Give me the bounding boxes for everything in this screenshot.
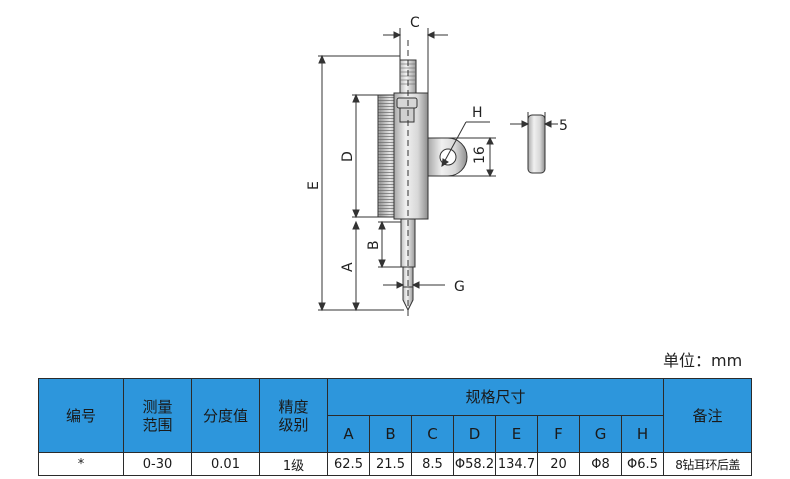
cell-dim-d: Φ58.2 — [453, 452, 496, 476]
header-range: 测量 范围 — [123, 378, 192, 453]
back-plate-side-view — [527, 114, 546, 174]
cell-dim-f: 20 — [537, 452, 580, 476]
label-h: H — [472, 105, 483, 121]
cell-dim-a: 62.5 — [327, 452, 370, 476]
header-dim-f: F — [537, 415, 580, 453]
dimension-lines — [318, 28, 558, 320]
spec-table: 编号 测量 范围 分度值 精度 级别 规格尺寸 备注 A B C D E F G… — [38, 378, 753, 476]
cell-dim-b: 21.5 — [369, 452, 412, 476]
table-row: * 0-30 0.01 1级 62.5 21.5 8.5 Φ58.2 134.7… — [38, 452, 753, 476]
dial-indicator-drawing: C H 5 16 D E B A G — [306, 15, 568, 320]
label-c: C — [410, 15, 420, 31]
header-dim-d: D — [453, 415, 496, 453]
cell-remark: 8钻耳环后盖 — [663, 452, 753, 476]
header-dim-b: B — [369, 415, 412, 453]
label-d: D — [340, 151, 356, 162]
header-dim-c: C — [411, 415, 454, 453]
header-graduation: 分度值 — [191, 378, 260, 453]
cell-range: 0-30 — [123, 452, 192, 476]
cell-dim-e: 134.7 — [495, 452, 538, 476]
cell-code: * — [38, 452, 124, 476]
cell-accuracy: 1级 — [259, 452, 328, 476]
indicator-body-outline — [377, 59, 468, 312]
label-e: E — [306, 181, 322, 190]
header-accuracy: 精度 级别 — [259, 378, 328, 453]
label-5: 5 — [559, 118, 568, 134]
cell-dim-c: 8.5 — [411, 452, 454, 476]
cell-dim-g: Φ8 — [579, 452, 622, 476]
cell-dim-h: Φ6.5 — [620, 452, 665, 476]
header-spec: 规格尺寸 — [326, 378, 665, 416]
label-b: B — [366, 240, 382, 250]
cell-graduation: 0.01 — [191, 452, 260, 476]
unit-label: 单位：mm — [663, 351, 743, 370]
header-dim-a: A — [327, 415, 370, 453]
header-dim-h: H — [620, 415, 665, 453]
label-g: G — [454, 279, 465, 295]
header-dim-g: G — [579, 415, 622, 453]
header-dim-e: E — [495, 415, 538, 453]
label-a: A — [340, 262, 356, 272]
header-remark: 备注 — [663, 378, 753, 453]
header-code: 编号 — [38, 378, 124, 453]
label-16: 16 — [472, 146, 488, 164]
